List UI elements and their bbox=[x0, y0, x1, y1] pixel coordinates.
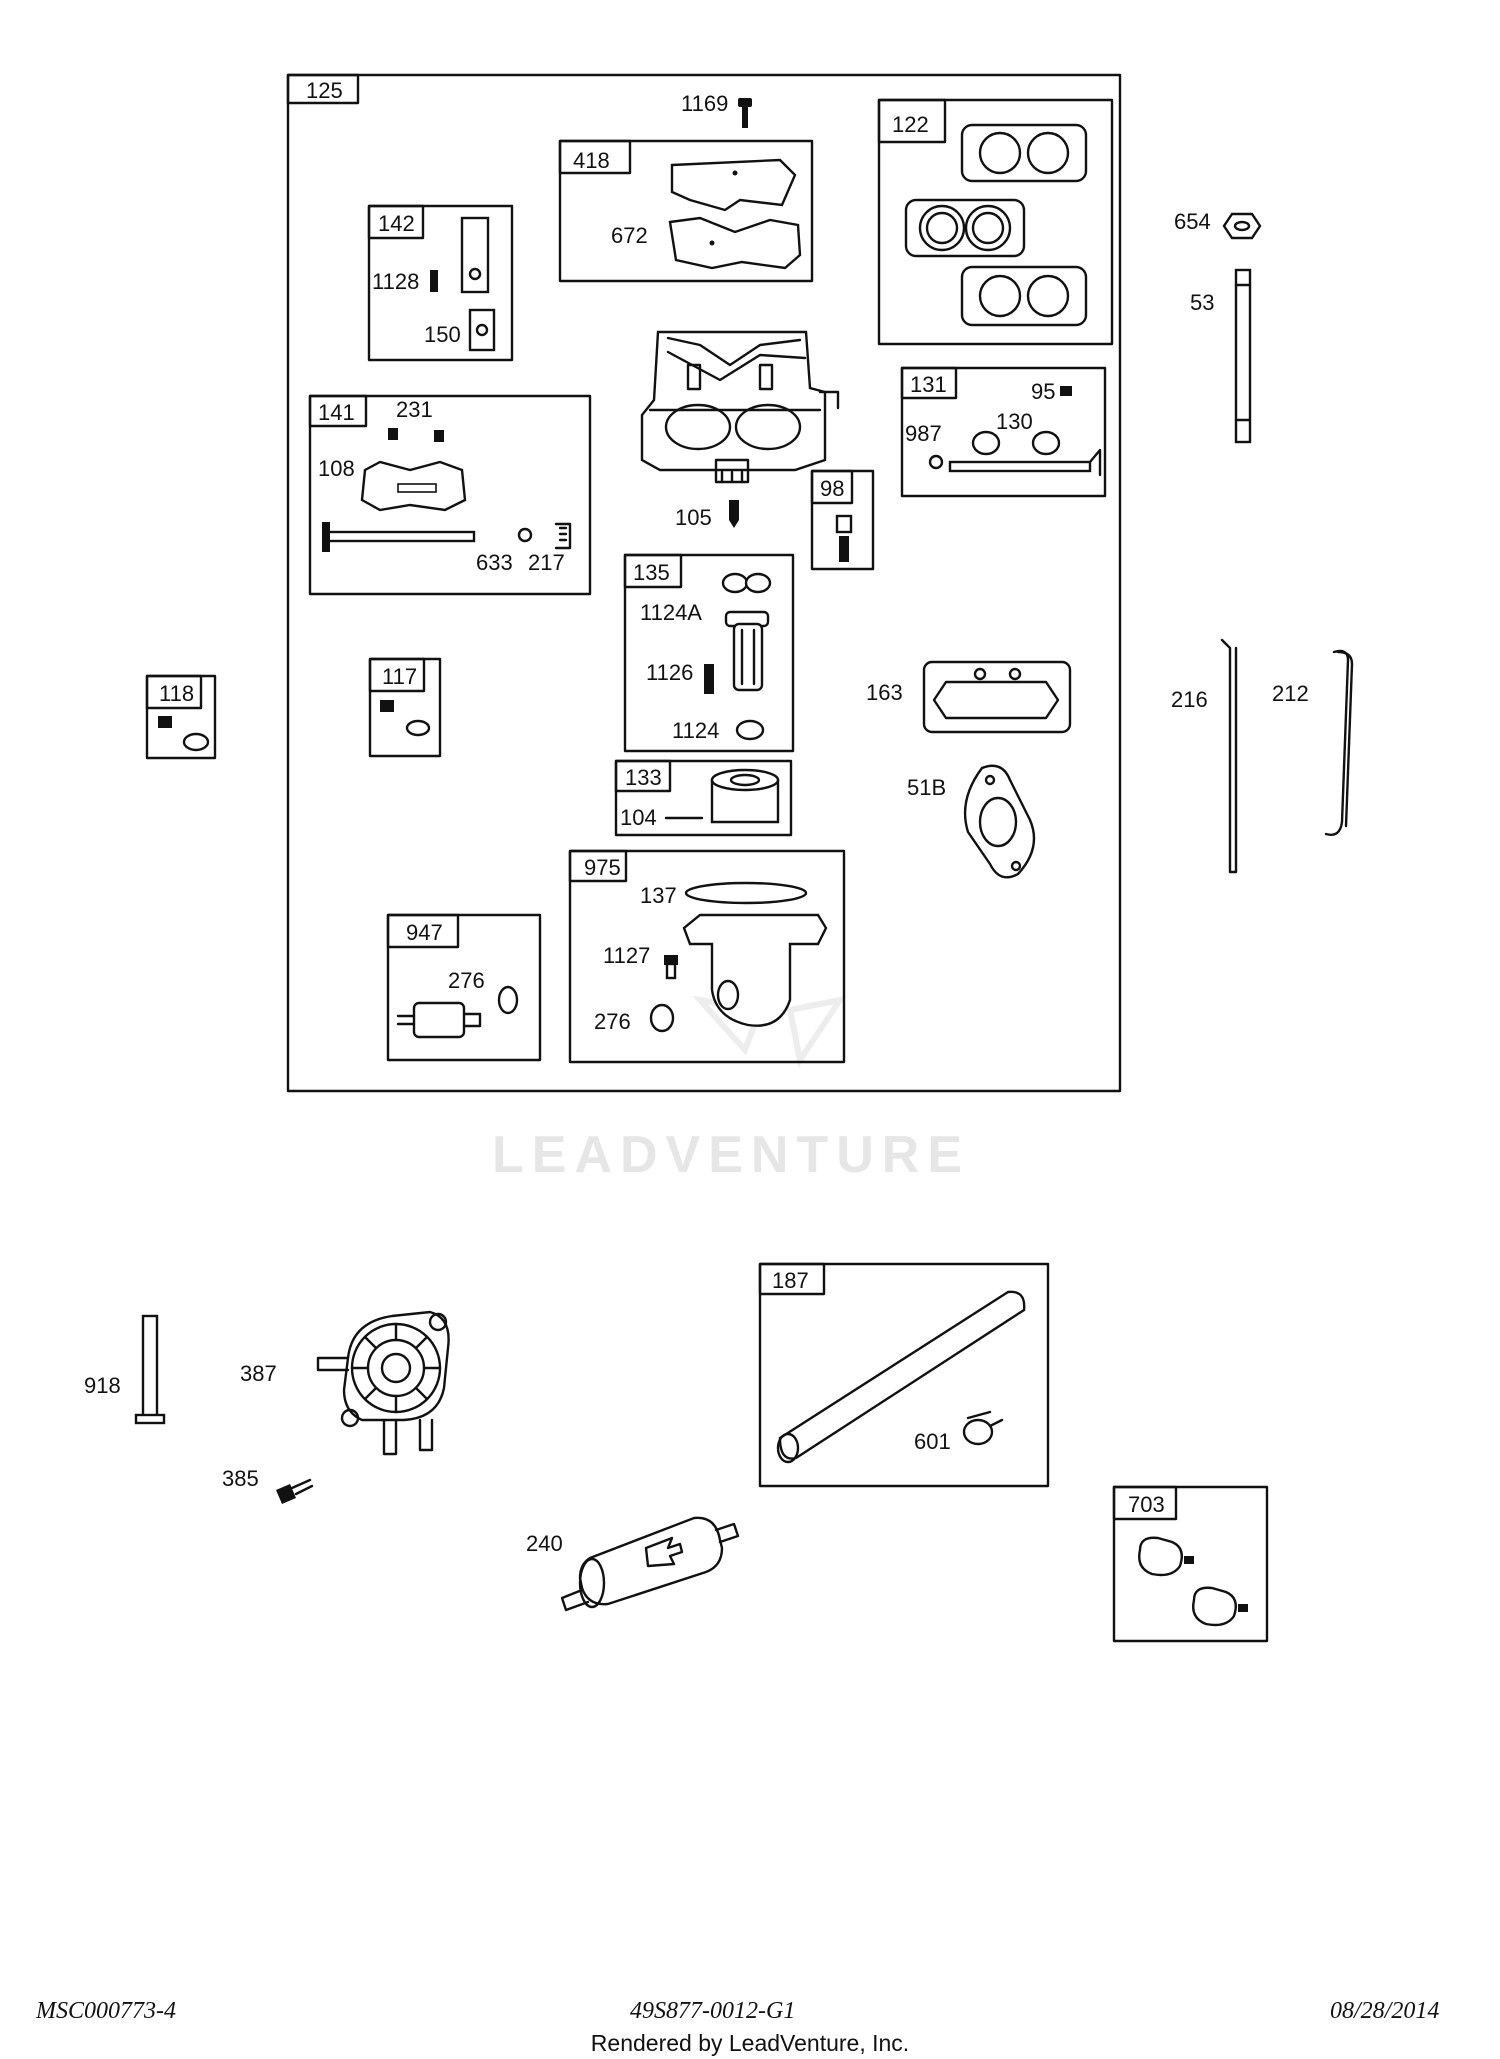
screw-385-icon bbox=[276, 1478, 314, 1504]
footer-date: 08/28/2014 bbox=[1330, 1998, 1440, 2024]
hose-187-icon bbox=[776, 1290, 1026, 1464]
kit-98: 98 bbox=[810, 469, 875, 571]
kit-135-label: 135 bbox=[633, 560, 670, 585]
gasket-672-icon bbox=[668, 158, 802, 270]
footer-diagram-code: 49S877-0012-G1 bbox=[630, 1998, 796, 2024]
kit-141: 141 bbox=[308, 394, 592, 596]
kit-125: 125 bbox=[286, 73, 1122, 1093]
kit-947-label: 947 bbox=[406, 920, 443, 945]
part-240-label: 240 bbox=[526, 1531, 563, 1556]
kit-975: 975 bbox=[568, 849, 846, 1064]
part-276a-label: 276 bbox=[448, 968, 485, 993]
solenoid-947-icon bbox=[396, 985, 519, 1039]
kit-133-label: 133 bbox=[625, 765, 662, 790]
gasket-set-122-icon bbox=[904, 123, 1088, 327]
float-133-icon bbox=[664, 768, 780, 824]
kit-133: 133 bbox=[614, 759, 793, 837]
part-387-label: 387 bbox=[240, 1361, 277, 1386]
kit-131-label: 131 bbox=[910, 372, 947, 397]
part-654-label: 654 bbox=[1174, 209, 1211, 234]
kit-117: 117 bbox=[368, 657, 442, 758]
part-1126-label: 1126 bbox=[646, 660, 693, 685]
rod-216-icon bbox=[1220, 638, 1238, 874]
float-135-icon bbox=[704, 572, 772, 741]
part-1124A-label: 1124A bbox=[640, 600, 702, 625]
kit-947: 947 bbox=[386, 913, 542, 1062]
kit-135: 135 bbox=[623, 553, 795, 753]
kit-418-label: 418 bbox=[573, 148, 610, 173]
kit-125-label: 125 bbox=[306, 78, 343, 103]
kit-703: 703 bbox=[1112, 1485, 1269, 1643]
throttle-kit-131-icon bbox=[928, 386, 1102, 477]
needle-105-icon bbox=[729, 500, 739, 528]
part-104-label: 104 bbox=[620, 805, 657, 830]
part-150-label: 150 bbox=[424, 322, 461, 347]
watermark-text: LEADVENTURE bbox=[492, 1126, 970, 1184]
part-231-label: 231 bbox=[396, 397, 433, 422]
kit-131: 131 bbox=[900, 366, 1107, 498]
part-216-label: 216 bbox=[1171, 687, 1208, 712]
stud-53-icon bbox=[1234, 268, 1252, 444]
fuel-pump-387-icon bbox=[316, 1310, 450, 1456]
bolt-918-icon bbox=[134, 1314, 166, 1425]
part-276b-label: 276 bbox=[594, 1009, 631, 1034]
part-385-label: 385 bbox=[222, 1466, 259, 1491]
footer-drawing-id: MSC000773-4 bbox=[36, 1998, 176, 2024]
part-53-label: 53 bbox=[1190, 290, 1214, 315]
rod-212-icon bbox=[1324, 649, 1354, 836]
part-217-label: 217 bbox=[528, 550, 565, 575]
part-51B-label: 51B bbox=[907, 775, 946, 800]
part-601-label: 601 bbox=[914, 1429, 951, 1454]
fuel-filter-240-icon bbox=[560, 1516, 740, 1612]
kit-187-label: 187 bbox=[772, 1268, 809, 1293]
part-130-label: 130 bbox=[996, 409, 1033, 434]
kit-98-label: 98 bbox=[820, 476, 844, 501]
kit-142: 142 bbox=[367, 204, 514, 362]
kit-141-label: 141 bbox=[318, 400, 355, 425]
kit-122: 122 bbox=[877, 98, 1114, 346]
kit-118-label: 118 bbox=[159, 681, 194, 706]
kit-142-label: 142 bbox=[378, 211, 415, 236]
rendered-by-credit: Rendered by LeadVenture, Inc. bbox=[590, 2030, 910, 2056]
kit-418: 418 bbox=[558, 139, 814, 283]
kit-187: 187 bbox=[758, 1262, 1050, 1488]
kit-975-label: 975 bbox=[584, 855, 621, 880]
part-1124-label: 1124 bbox=[672, 718, 719, 743]
part-137-label: 137 bbox=[640, 883, 677, 908]
part-1128-label: 1128 bbox=[372, 269, 419, 294]
carburetor-body-icon bbox=[640, 330, 840, 484]
gasket-51B-icon bbox=[963, 764, 1036, 879]
part-105-label: 105 bbox=[675, 505, 712, 530]
part-163-label: 163 bbox=[866, 680, 903, 705]
part-918-label: 918 bbox=[84, 1373, 121, 1398]
screw-1169-icon bbox=[738, 98, 752, 128]
part-987-label: 987 bbox=[905, 421, 942, 446]
bracket-142-icon bbox=[430, 216, 496, 352]
gasket-163-icon bbox=[922, 660, 1072, 734]
part-212-label: 212 bbox=[1272, 681, 1309, 706]
part-1127-label: 1127 bbox=[603, 943, 650, 968]
part-633-label: 633 bbox=[476, 550, 513, 575]
choke-kit-141-icon bbox=[322, 428, 572, 552]
part-1169-label: 1169 bbox=[681, 91, 728, 116]
kit-122-label: 122 bbox=[892, 112, 929, 137]
part-95-label: 95 bbox=[1031, 379, 1055, 404]
nut-654-icon bbox=[1222, 212, 1262, 240]
kit-703-label: 703 bbox=[1128, 1492, 1165, 1517]
kit-117-label: 117 bbox=[382, 664, 417, 689]
kit-118: 118 bbox=[145, 674, 217, 760]
part-108-label: 108 bbox=[318, 456, 355, 481]
part-672-label: 672 bbox=[611, 223, 648, 248]
adapter-975-icon bbox=[649, 881, 828, 1033]
